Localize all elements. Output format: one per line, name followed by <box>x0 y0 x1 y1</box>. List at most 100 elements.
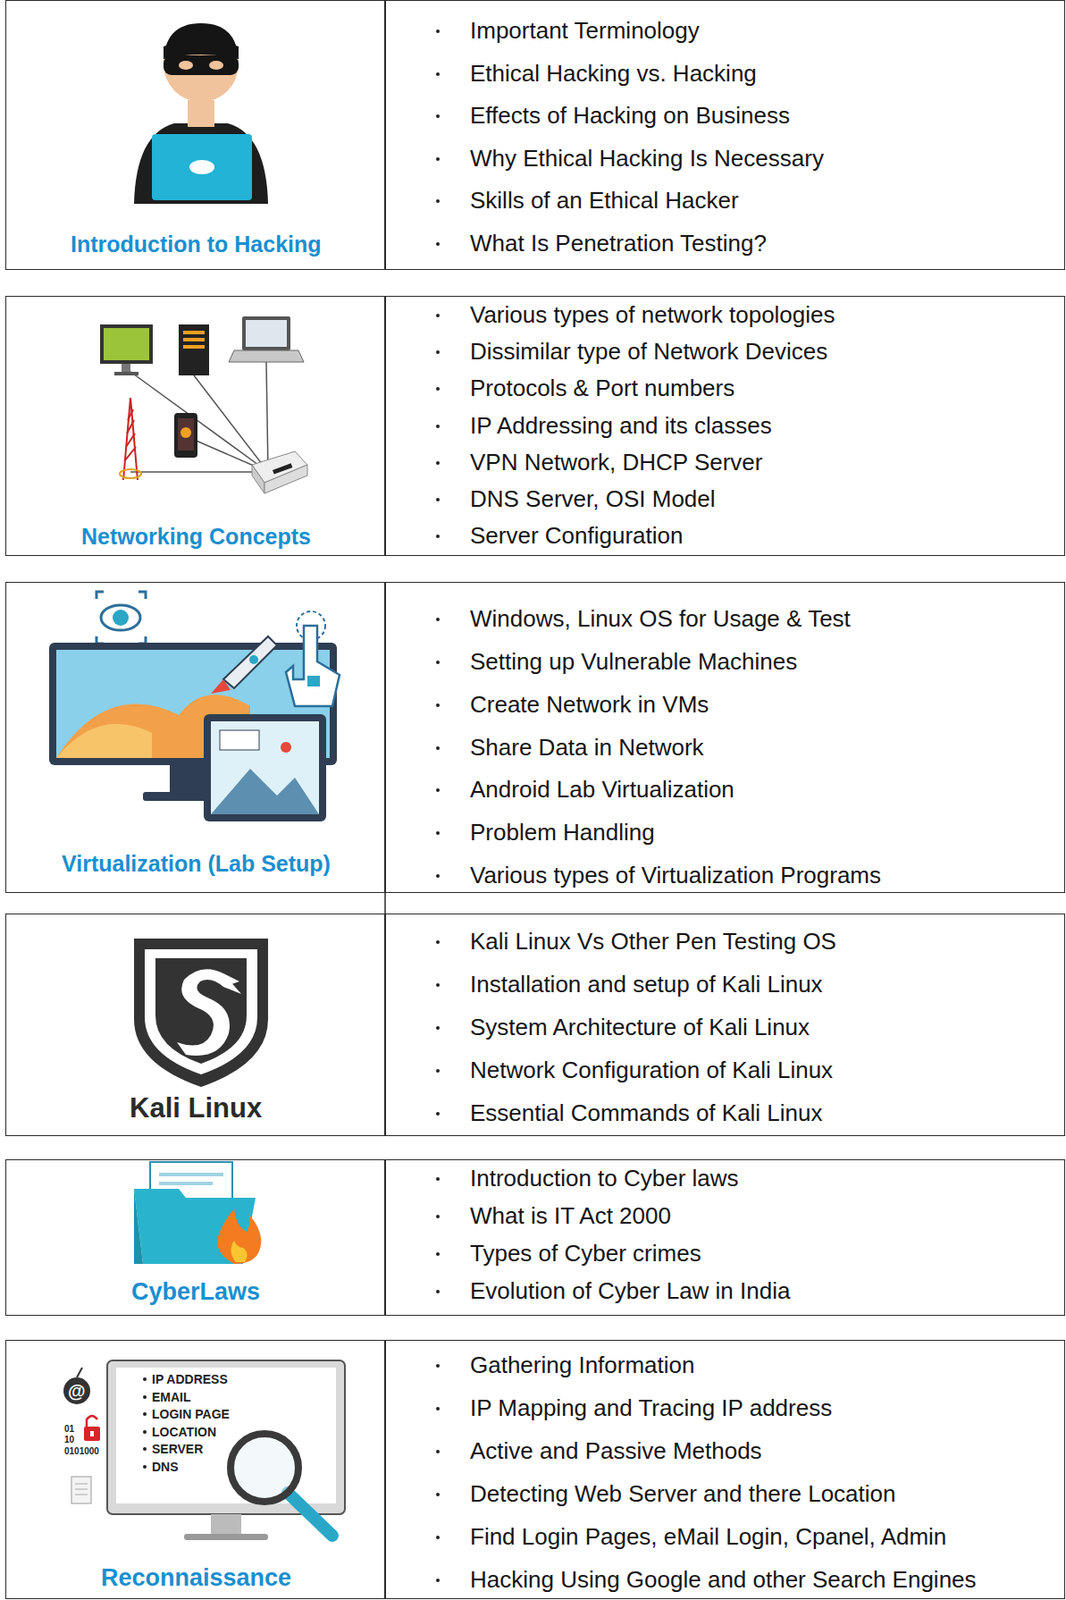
bullet-dot <box>436 534 440 538</box>
bullet-dot <box>436 497 440 502</box>
topic-list-cell: Kali Linux Vs Other Pen Testing OSInstal… <box>385 913 1066 1136</box>
illustration-part <box>123 397 138 480</box>
illustration-part <box>249 654 259 664</box>
illustration-part <box>142 1446 147 1451</box>
illustration-part <box>112 609 129 626</box>
bullet-dot <box>436 1176 440 1181</box>
bullet-dot <box>436 1068 440 1073</box>
topic-item: Skills of an Ethical Hacker <box>470 187 739 215</box>
illustration-label: 0101000 <box>64 1446 100 1456</box>
illustration-part <box>287 1492 333 1536</box>
bullet-dot <box>436 114 440 118</box>
topic-item: Server Configuration <box>470 522 683 550</box>
illustration-part <box>230 1433 299 1502</box>
topic-item: Various types of network topologies <box>470 302 836 329</box>
topic-item: Important Terminology <box>470 17 700 45</box>
topic-item: Dissimilar type of Network Devices <box>470 338 828 366</box>
illustration-part <box>142 1376 147 1469</box>
illustration-part <box>75 1483 88 1485</box>
illustration-label: DNS <box>151 1460 179 1473</box>
illustration-part <box>266 361 269 472</box>
bullet-dot <box>436 242 440 246</box>
illustration-part <box>100 604 141 630</box>
illustration-part <box>245 319 287 347</box>
topic-item: Kali Linux Vs Other Pen Testing OS <box>470 928 837 956</box>
topic-item: Active and Passive Methods <box>470 1437 763 1465</box>
illustration-part <box>187 100 215 127</box>
topic-item: Hacking Using Google and other Search En… <box>470 1566 977 1594</box>
illustration-part <box>209 60 224 70</box>
bullet-dot <box>436 461 440 465</box>
bullet-dot <box>436 199 440 203</box>
section-title: CyberLaws <box>131 1277 261 1306</box>
illustration-part <box>107 1359 345 1514</box>
illustration-part <box>126 369 269 472</box>
illustration-part <box>75 1488 88 1490</box>
illustration-part <box>56 723 152 758</box>
topic-item: Setting up Vulnerable Machines <box>470 648 798 676</box>
illustration-part <box>96 591 146 644</box>
topic-item: Protocols & Port numbers <box>470 375 735 403</box>
bullet-dot <box>436 1578 440 1582</box>
illustration-part <box>134 1188 143 1264</box>
bullet-dot <box>436 830 440 835</box>
topic-item: Ethical Hacking vs. Hacking <box>470 60 757 88</box>
illustration-part <box>210 1513 242 1534</box>
bullet-dot <box>436 157 440 161</box>
illustration-part <box>142 1429 147 1434</box>
illustration-part <box>75 1494 88 1495</box>
illustration-part <box>134 938 269 1087</box>
folder-icon <box>134 1161 261 1264</box>
illustration-part <box>180 427 192 438</box>
illustration-part <box>159 1181 213 1185</box>
topic-item: Android Lab Virtualization <box>470 776 735 804</box>
illustration-part <box>228 350 304 362</box>
topic-item: Why Ethical Hacking Is Necessary <box>470 145 824 173</box>
illustration-label: SERVER <box>151 1442 203 1455</box>
illustration-part <box>219 730 260 750</box>
recon-monitor-icon <box>63 1359 345 1540</box>
bullet-dot <box>436 386 440 391</box>
topic-list-cell: Introduction to Cyber lawsWhat is IT Act… <box>385 1158 1066 1316</box>
illustration-label: IP ADDRESS <box>151 1372 228 1385</box>
topic-item: System Architecture of Kali Linux <box>470 1014 810 1041</box>
bullet-dot <box>436 788 440 792</box>
illustration-label: LOCATION <box>151 1425 217 1438</box>
bullet-dot <box>436 703 440 707</box>
illustration-part <box>177 418 194 451</box>
illustration-part <box>272 462 293 474</box>
bullet-dot <box>436 1025 440 1030</box>
kali-shield-icon <box>134 938 269 1087</box>
illustration-part <box>134 123 269 204</box>
illustration-label: LOGIN PAGE <box>151 1407 230 1420</box>
illustration-part <box>119 469 142 479</box>
illustration-label: @ <box>67 1381 86 1400</box>
topic-item: VPN Network, DHCP Server <box>470 449 764 477</box>
illustration-part <box>96 591 146 644</box>
illustration-part <box>123 397 138 480</box>
illustration-part <box>285 625 340 706</box>
topic-list-cell: Various types of network topologiesDissi… <box>385 295 1066 556</box>
topic-item: Introduction to Cyber laws <box>470 1165 739 1192</box>
bullet-dot <box>436 350 440 354</box>
illustration-part <box>251 464 265 494</box>
illustration-part <box>203 713 327 822</box>
topic-item: Effects of Hacking on Business <box>470 102 790 130</box>
topic-item: Evolution of Cyber Law in India <box>470 1277 790 1305</box>
illustration-part <box>86 1415 98 1427</box>
topic-item: Share Data in Network <box>470 734 705 762</box>
illustration-part <box>90 1430 94 1436</box>
illustration-part <box>217 1208 261 1264</box>
illustration-part <box>125 409 136 461</box>
bullet-dot <box>436 29 440 34</box>
illustration-part <box>126 361 269 472</box>
illustration-part <box>230 1240 247 1262</box>
bullet-dot <box>436 1289 440 1293</box>
bullet-dot <box>436 1363 440 1368</box>
illustration-part <box>75 1483 88 1495</box>
bullet-dot <box>436 1111 440 1116</box>
topic-item: Create Network in VMs <box>470 691 709 719</box>
illustration-part <box>142 1464 147 1469</box>
illustration-part <box>142 1411 147 1416</box>
illustration-part <box>210 768 319 815</box>
